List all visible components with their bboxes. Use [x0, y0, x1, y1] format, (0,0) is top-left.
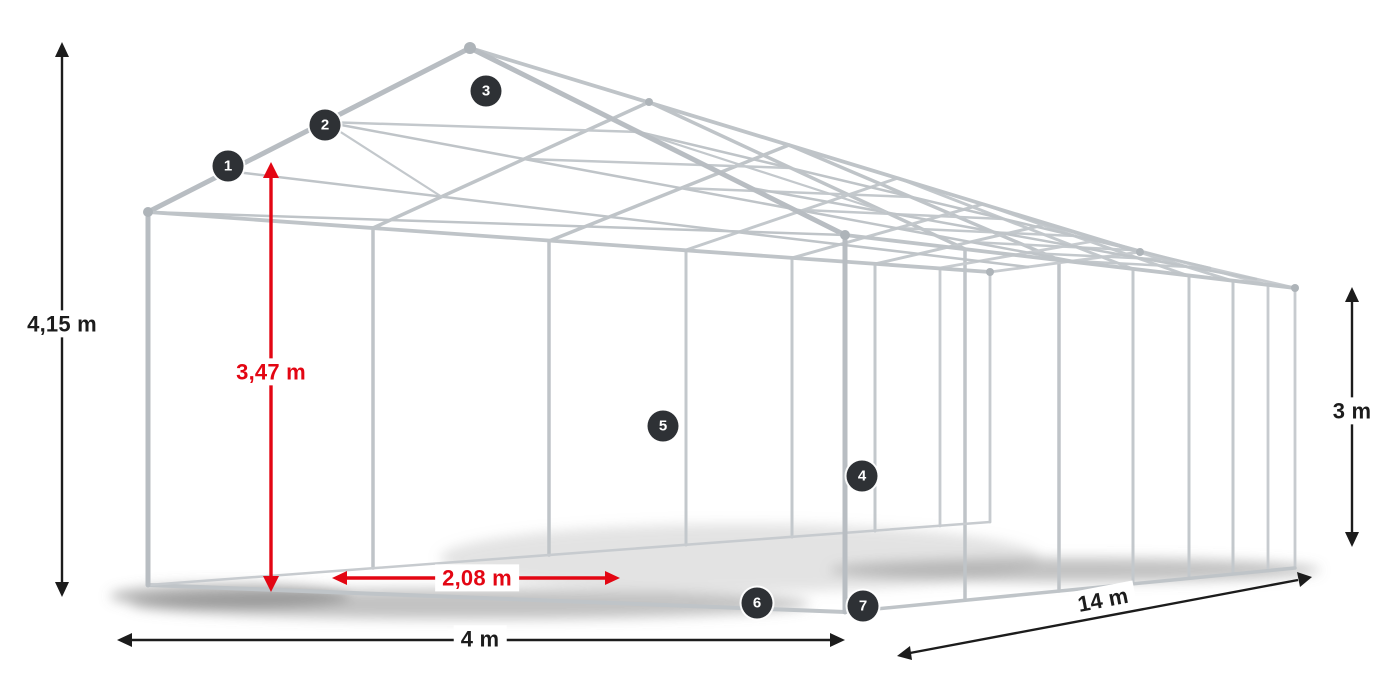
dimension-width-label: 4 m: [453, 625, 507, 653]
marker-7[interactable]: 7: [847, 590, 879, 622]
dimension-total-height-label: 4,15 m: [20, 310, 104, 338]
dimension-clearance-height-label: 3,47 m: [229, 358, 313, 386]
dimension-post-spacing-label: 2,08 m: [435, 564, 519, 592]
marker-4[interactable]: 4: [846, 460, 878, 492]
ground-shadow: [110, 524, 1320, 619]
frame-connectors: [143, 42, 1299, 292]
marker-1[interactable]: 1: [212, 150, 244, 182]
marker-5[interactable]: 5: [647, 410, 679, 442]
dimension-side-height-label: 3 m: [1325, 397, 1379, 425]
marker-6[interactable]: 6: [741, 587, 773, 619]
tent-frame: [143, 42, 1299, 615]
marker-2[interactable]: 2: [309, 109, 341, 141]
marker-3[interactable]: 3: [470, 75, 502, 107]
